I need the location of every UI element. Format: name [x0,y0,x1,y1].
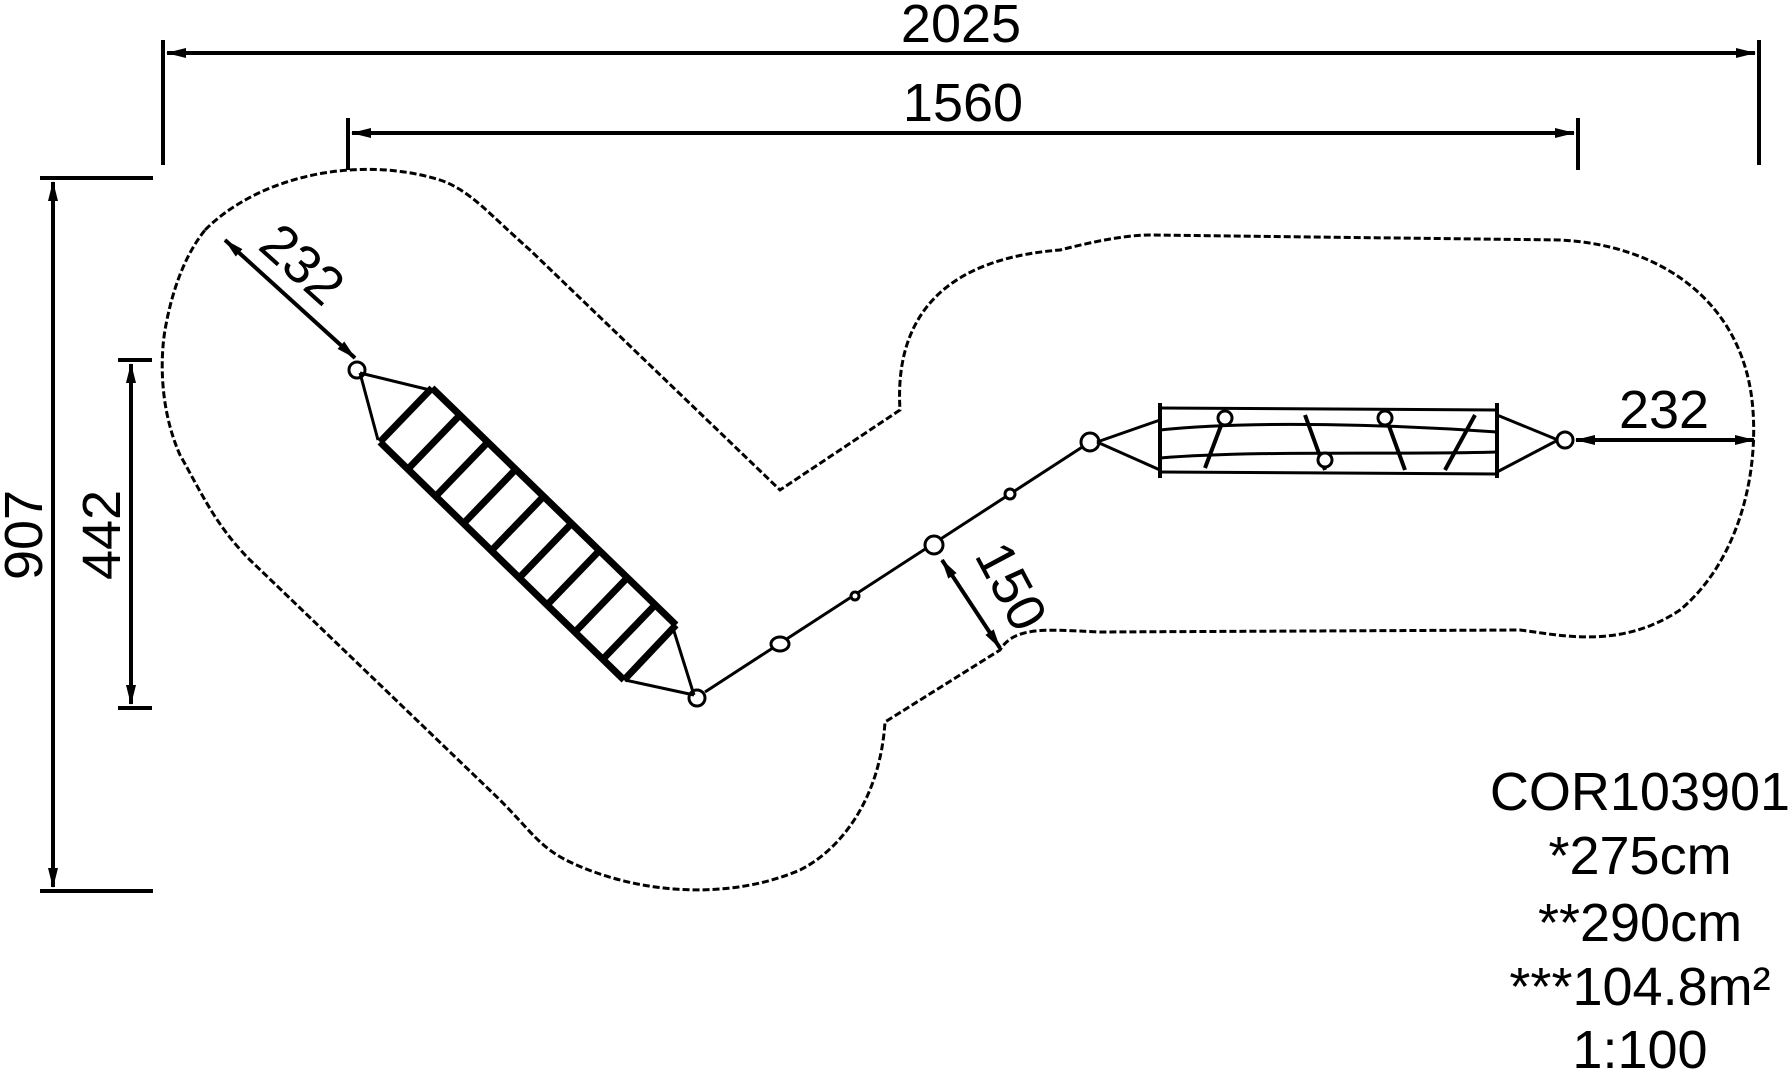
product-code: COR103901 [1490,762,1790,822]
dimension-label-232-left: 232 [248,212,355,317]
net-ladder-left [347,360,707,708]
dimension-label-150: 150 [963,533,1058,641]
dimension-label-442: 442 [72,490,132,580]
spec-block: COR103901 *275cm **290cm ***104.8m² 1:10… [1490,762,1790,1077]
dimension-label-2025: 2025 [901,0,1021,54]
spec-line-1: *275cm [1548,826,1731,886]
dimension-right-clearance: 232 [1575,380,1755,445]
dimension-label-907: 907 [0,490,54,580]
dimension-left-clearance: 232 [223,212,357,360]
rope-bridge-connector [704,431,1101,694]
scale-label: 1:100 [1572,1020,1707,1077]
spec-line-2: **290cm [1538,893,1742,953]
dimension-label-1560: 1560 [903,73,1023,133]
safety-zone-outline [160,167,1756,892]
dimension-label-232-right: 232 [1619,380,1709,440]
dimension-inner-width: 1560 [346,73,1580,170]
dimension-overall-height: 907 [0,176,153,893]
dimension-inner-height: 442 [72,358,152,710]
net-tunnel-right [1096,403,1575,478]
spec-line-3: ***104.8m² [1509,957,1770,1017]
dimension-overall-width: 2025 [161,0,1761,165]
